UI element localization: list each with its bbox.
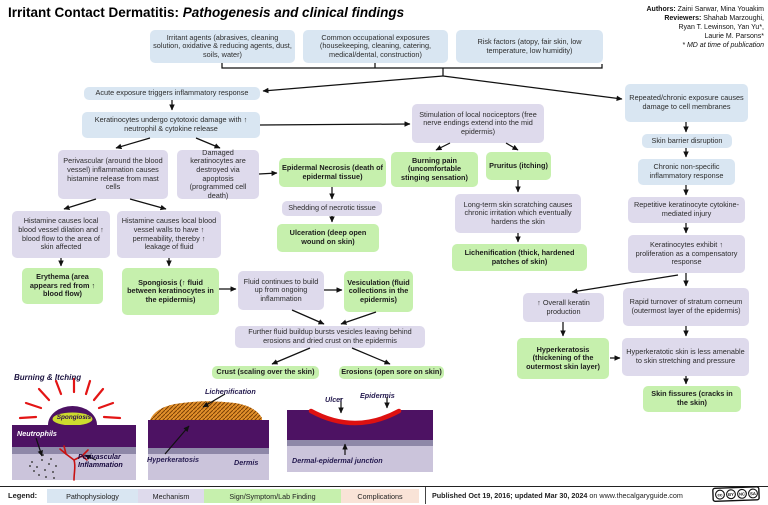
legend-bar: Legend: Pathophysiology Mechanism Sign/S… [0, 486, 768, 505]
node-vesiculation: Vesiculation (fluid collections in the e… [344, 271, 413, 312]
node-keratinocyte-proliferation: Keratinocytes exhibit ↑ proliferation as… [628, 235, 745, 273]
authors-label: Authors: [646, 6, 678, 13]
node-spongiosis: Spongiosis (↑ fluid between keratinocyte… [122, 268, 219, 315]
page-title-prefix: Irritant Contact Dermatitis: [8, 5, 183, 20]
svg-text:SA: SA [750, 491, 756, 496]
svg-text:cc: cc [717, 492, 723, 497]
legend-sign-symptom: Sign/Symptom/Lab Finding [204, 489, 341, 503]
label-neutrophils: Neutrophils [17, 429, 57, 438]
lichenified-mound [150, 401, 262, 420]
footer-divider [425, 487, 426, 504]
label-lichenification: Lichenification [205, 387, 256, 396]
node-keratin-production: ↑ Overall keratin production [523, 293, 604, 322]
reviewers-label: Reviewers: [664, 15, 704, 23]
legend-label: Legend: [8, 491, 38, 500]
node-acute-exposure: Acute exposure triggers inflammatory res… [84, 87, 260, 100]
published-dates: Published Oct 19, 2016; updated Mar 30, … [432, 491, 588, 500]
authors-line: Authors: Zaini Sarwar, Mina Youakim [647, 5, 765, 14]
label-dermis: Dermis [234, 458, 259, 467]
junction-band [287, 440, 433, 446]
skin-illustration-ulcer [287, 397, 433, 472]
node-shedding: Shedding of necrotic tissue [282, 201, 382, 216]
burning-rays [18, 377, 122, 420]
node-damaged-keratinocytes: Damaged keratinocytes are destroyed via … [177, 148, 259, 200]
node-erythema: Erythema (area appears red from ↑ blood … [22, 268, 103, 304]
node-further-fluid: Further fluid buildup bursts vesicles le… [235, 326, 425, 348]
lichenified-mound-hatch [150, 401, 262, 420]
illustration-caption-burning: Burning & Itching [14, 373, 82, 382]
node-erosions: Erosions (open sore on skin) [339, 366, 444, 379]
node-histamine-permeability: Histamine causes local blood vessel wall… [117, 211, 221, 258]
node-occupational-exposures: Common occupational exposures (housekeep… [303, 30, 448, 63]
credits-block: Authors: Zaini Sarwar, Mina Youakim Revi… [647, 5, 765, 50]
node-lichenification: Lichenification (thick, hardened patches… [452, 244, 587, 271]
legend-pathophysiology: Pathophysiology [47, 489, 138, 503]
ulcer-cavity [310, 410, 400, 423]
node-pruritus: Pruritus (itching) [486, 152, 551, 180]
reviewers-line: Reviewers: Shahab Marzoughi, [647, 14, 764, 23]
node-repetitive-injury: Repetitive keratinocyte cytokine-mediate… [628, 197, 745, 223]
label-ulcer: Ulcer [325, 395, 343, 404]
neutrophil-dots [29, 454, 57, 479]
node-ulceration: Ulceration (deep open wound on skin) [277, 224, 379, 252]
node-perivascular-inflammation: Perivascular (around the blood vessel) i… [58, 150, 168, 199]
node-skin-fissures: Skin fissures (cracks in the skin) [643, 386, 741, 412]
label-spongiosis: Spongiosis [56, 414, 92, 421]
basal-band [148, 448, 269, 454]
node-burning-pain: Burning pain (uncomfortable stinging sen… [391, 152, 478, 187]
node-histamine-dilation: Histamine causes local blood vessel dila… [12, 211, 110, 258]
label-dermal-epidermal-junction: Dermal-epidermal junction [292, 456, 383, 465]
legend-mechanism: Mechanism [138, 489, 204, 503]
epidermis-band [148, 420, 269, 448]
published-line: Published Oct 19, 2016; updated Mar 30, … [432, 491, 683, 500]
node-irritant-agents: Irritant agents (abrasives, cleaning sol… [150, 30, 295, 63]
svg-text:NC: NC [739, 491, 745, 496]
skin-illustration-lichenification [148, 393, 269, 480]
node-hyperkeratotic-skin: Hyperkeratotic skin is less amenable to … [622, 338, 749, 376]
node-crust: Crust (scaling over the skin) [212, 366, 319, 379]
node-epidermal-necrosis: Epidermal Necrosis (death of epidermal t… [279, 158, 386, 187]
label-hyperkeratosis: Hyperkeratosis [147, 455, 199, 464]
reviewers-names-1: Shahab Marzoughi, [703, 15, 764, 23]
page-title-emphasis: Pathogenesis and clinical findings [182, 5, 405, 20]
node-longterm-scratching: Long-term skin scratching causes chronic… [455, 194, 581, 233]
svg-text:BY: BY [728, 492, 734, 497]
node-hyperkeratosis: Hyperkeratosis (thickening of the outerm… [517, 338, 609, 379]
credits-footnote: * MD at time of publication [682, 42, 764, 50]
reviewers-names-2: Ryan T. Lewinson, Yan Yu*, [678, 24, 765, 32]
ulcer-bed [308, 408, 402, 426]
node-rapid-turnover: Rapid turnover of stratum corneum (outer… [623, 288, 749, 326]
published-site: on www.thecalgaryguide.com [587, 491, 683, 500]
epidermis-band [287, 410, 433, 440]
node-keratinocyte-damage: Keratinocytes undergo cytotoxic damage w… [82, 112, 260, 138]
label-epidermis: Epidermis [360, 391, 395, 400]
node-chronic-inflammation: Chronic non-specific inflammatory respon… [638, 159, 735, 185]
node-nociceptors: Stimulation of local nociceptors (free n… [412, 104, 544, 143]
node-fluid-buildup: Fluid continues to build up from ongoing… [238, 271, 324, 310]
node-risk-factors: Risk factors (atopy, fair skin, low temp… [456, 30, 603, 63]
hyperkeratosis-pointer-arrow [164, 425, 190, 455]
legend-complications: Complications [341, 489, 419, 503]
authors-names: Zaini Sarwar, Mina Youakim [677, 6, 764, 13]
reviewers-names-3: Laurie M. Parsons* [704, 33, 764, 41]
node-chronic-exposure: Repeated/chronic exposure causes damage … [625, 84, 748, 122]
cc-license-badge: cc BY NC SA [712, 486, 760, 503]
node-skin-barrier: Skin barrier disruption [642, 134, 732, 148]
label-perivascular-inflammation: Perivascular Inflammation [78, 452, 123, 469]
page-title: Irritant Contact Dermatitis: Pathogenesi… [8, 5, 404, 20]
neutrophils-pointer-arrow [35, 437, 43, 457]
